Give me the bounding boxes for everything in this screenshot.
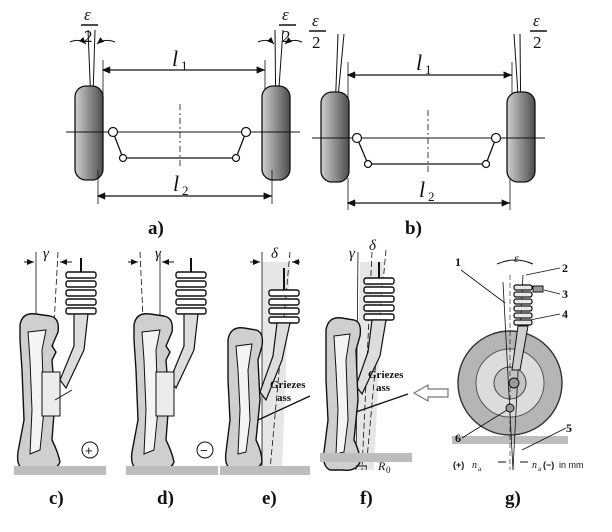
l2-subscript-b: 2 bbox=[428, 189, 435, 204]
tire-right bbox=[261, 85, 291, 181]
panel-d: γ − d) bbox=[126, 246, 218, 509]
hollow-arrow-icon bbox=[412, 383, 449, 403]
scrub-radius-label: R bbox=[377, 459, 386, 473]
camber-angle-f: γ bbox=[349, 246, 356, 262]
steering-axis-label-f-line1: Griezes bbox=[368, 369, 404, 381]
epsilon-numerator-right-b: ε bbox=[533, 11, 540, 30]
callout-2: 2 bbox=[562, 261, 568, 275]
camber-angle-d: γ bbox=[155, 246, 162, 262]
l2-label-b: l bbox=[419, 177, 425, 202]
l1-label: l bbox=[172, 46, 178, 71]
kingpin-angle-e: δ bbox=[271, 246, 279, 262]
callout-4: 4 bbox=[562, 307, 568, 321]
callout-6: 6 bbox=[455, 431, 461, 445]
epsilon-denominator-right-b: 2 bbox=[533, 33, 542, 52]
right-scale-unit: in mm bbox=[559, 460, 584, 470]
panel-label-f: f) bbox=[360, 488, 373, 509]
l1-subscript: 1 bbox=[181, 58, 188, 73]
panel-c: γ + c) bbox=[14, 246, 106, 509]
steering-axis-label-e-line2: ass bbox=[277, 392, 292, 404]
panel-label-c: c) bbox=[49, 488, 64, 509]
kingpin-angle-f: δ bbox=[369, 238, 377, 254]
caster-angle-g: ε bbox=[514, 251, 519, 265]
tire-left bbox=[74, 85, 104, 181]
camber-angle-c: γ bbox=[43, 246, 50, 262]
panel-g: ε 1 2 3 4 5 6 (+) n a n a (−) in mm g) bbox=[452, 251, 584, 509]
steering-axis-label-f-line2: ass bbox=[376, 382, 391, 394]
l1-label-b: l bbox=[416, 50, 422, 75]
l2-label: l bbox=[173, 171, 179, 196]
callout-5: 5 bbox=[566, 421, 572, 435]
panel-label-d: d) bbox=[157, 488, 174, 509]
camber-sign-positive: + bbox=[85, 443, 93, 458]
panel-label-a: a) bbox=[148, 218, 164, 239]
left-scale-var: n bbox=[472, 460, 477, 471]
panel-label-e: e) bbox=[262, 488, 277, 509]
epsilon-numerator-left-b: ε bbox=[312, 11, 319, 30]
right-scale-sub: a bbox=[538, 465, 542, 473]
camber-sign-negative: − bbox=[200, 443, 208, 458]
tire-right-b bbox=[506, 91, 536, 183]
l2-subscript: 2 bbox=[182, 183, 189, 198]
scrub-radius-subscript: 0 bbox=[386, 465, 391, 475]
panel-e: δ Griezes ass e) bbox=[220, 246, 311, 509]
panel-b: ε 2 ε 2 l 1 l 2 b) bbox=[309, 11, 547, 239]
epsilon-numerator-left: ε bbox=[84, 5, 91, 24]
epsilon-denominator-left-b: 2 bbox=[312, 33, 321, 52]
l1-subscript-b: 1 bbox=[425, 62, 432, 77]
right-scale-sign: (−) bbox=[543, 460, 554, 470]
tire-left-b bbox=[320, 91, 350, 183]
panel-label-g: g) bbox=[505, 488, 521, 509]
epsilon-denominator-right: 2 bbox=[282, 27, 291, 46]
panel-f: γ δ Griezes ass R 0 f) bbox=[320, 238, 449, 509]
right-scale-var: n bbox=[532, 460, 537, 471]
epsilon-numerator-right: ε bbox=[282, 5, 289, 24]
panel-a: ε 2 ε 2 l 1 l 2 a) bbox=[66, 5, 303, 239]
panel-label-b: b) bbox=[405, 218, 422, 239]
callout-1: 1 bbox=[455, 255, 461, 269]
left-scale-sign: (+) bbox=[453, 460, 464, 470]
left-scale-sub: a bbox=[478, 465, 482, 473]
steering-axis-label-e-line1: Griezes bbox=[270, 379, 306, 391]
callout-3: 3 bbox=[562, 287, 568, 301]
